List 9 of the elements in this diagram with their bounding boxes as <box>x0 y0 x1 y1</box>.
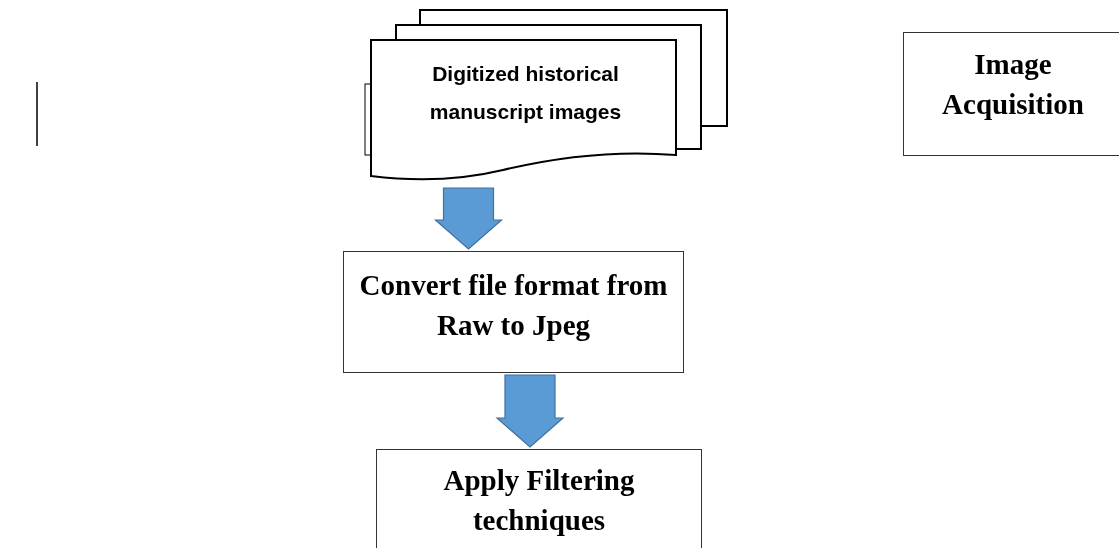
block-arrow <box>433 187 504 250</box>
node-label: Convert file format from Raw to Jpeg <box>358 268 669 343</box>
node-label: Digitized historical manuscript images <box>428 61 623 125</box>
block-arrow <box>495 374 565 448</box>
node-label: Apply Filtering techniques <box>442 463 636 538</box>
process-box <box>903 32 1119 156</box>
node-label: Image Acquisition <box>941 47 1085 122</box>
process-box <box>343 251 684 373</box>
process-box <box>376 449 702 548</box>
